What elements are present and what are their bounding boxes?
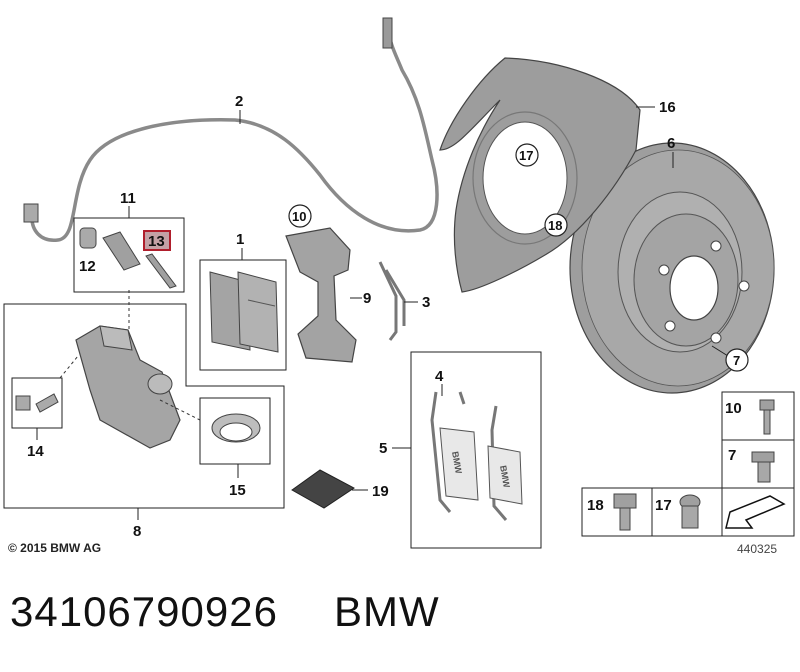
wear-sensor-cable — [30, 27, 439, 242]
highlight-13 — [143, 230, 171, 251]
seal-kit-box — [199, 397, 271, 465]
label-13: 13 — [148, 233, 165, 250]
spring-set-box — [410, 351, 542, 549]
part-caption: 34106790926 BMW — [10, 588, 440, 636]
grease-packet — [291, 469, 355, 509]
legend-label-17: 17 — [655, 497, 672, 514]
label-10-circled: 10 — [292, 209, 306, 224]
label-12: 12 — [79, 258, 96, 275]
label-19: 19 — [372, 483, 389, 500]
label-3: 3 — [422, 294, 430, 311]
label-9: 9 — [363, 290, 371, 307]
legend-label-18: 18 — [587, 497, 604, 514]
pad-imprint-1: BMW — [450, 451, 464, 475]
pad-imprint-2: BMW — [498, 465, 512, 489]
guide-sleeve-12 — [79, 227, 97, 249]
label-18-circled: 18 — [548, 218, 562, 233]
label-4: 4 — [435, 368, 444, 385]
parts-diagram: 1 2 3 4 5 6 8 9 11 12 13 14 15 16 19 10 … — [3, 17, 795, 549]
repair-kit-seal — [211, 413, 261, 443]
label-14: 14 — [27, 443, 44, 460]
legend-label-7: 7 — [728, 447, 736, 464]
brake-disc — [569, 142, 775, 394]
copyright-text: © 2015 BMW AG — [8, 541, 102, 555]
bleed-screw — [15, 393, 59, 413]
label-8: 8 — [133, 523, 141, 540]
label-1: 1 — [236, 231, 244, 248]
caliper-box — [3, 303, 285, 509]
legend-label-10: 10 — [725, 400, 742, 417]
label-15: 15 — [229, 482, 246, 499]
label-6: 6 — [667, 135, 675, 152]
brake-pads-box — [199, 259, 287, 371]
image-number: 440325 — [737, 542, 778, 556]
brake-caliper — [75, 325, 181, 449]
label-2: 2 — [235, 93, 243, 110]
label-16: 16 — [659, 99, 676, 116]
brake-pads — [209, 271, 279, 353]
brand-name: BMW — [333, 588, 440, 635]
bolt-legend — [581, 391, 795, 537]
part-number: 34106790926 — [10, 588, 278, 635]
label-5: 5 — [379, 440, 387, 457]
guide-bolt-13 — [102, 231, 177, 289]
spring-clip — [378, 261, 406, 341]
label-11: 11 — [120, 190, 136, 207]
caliper-carrier — [285, 227, 357, 363]
anti-rattle-springs — [430, 391, 523, 521]
label-17-circled: 17 — [519, 148, 533, 163]
protection-plate — [439, 57, 641, 293]
label-7-circled: 7 — [733, 353, 740, 368]
